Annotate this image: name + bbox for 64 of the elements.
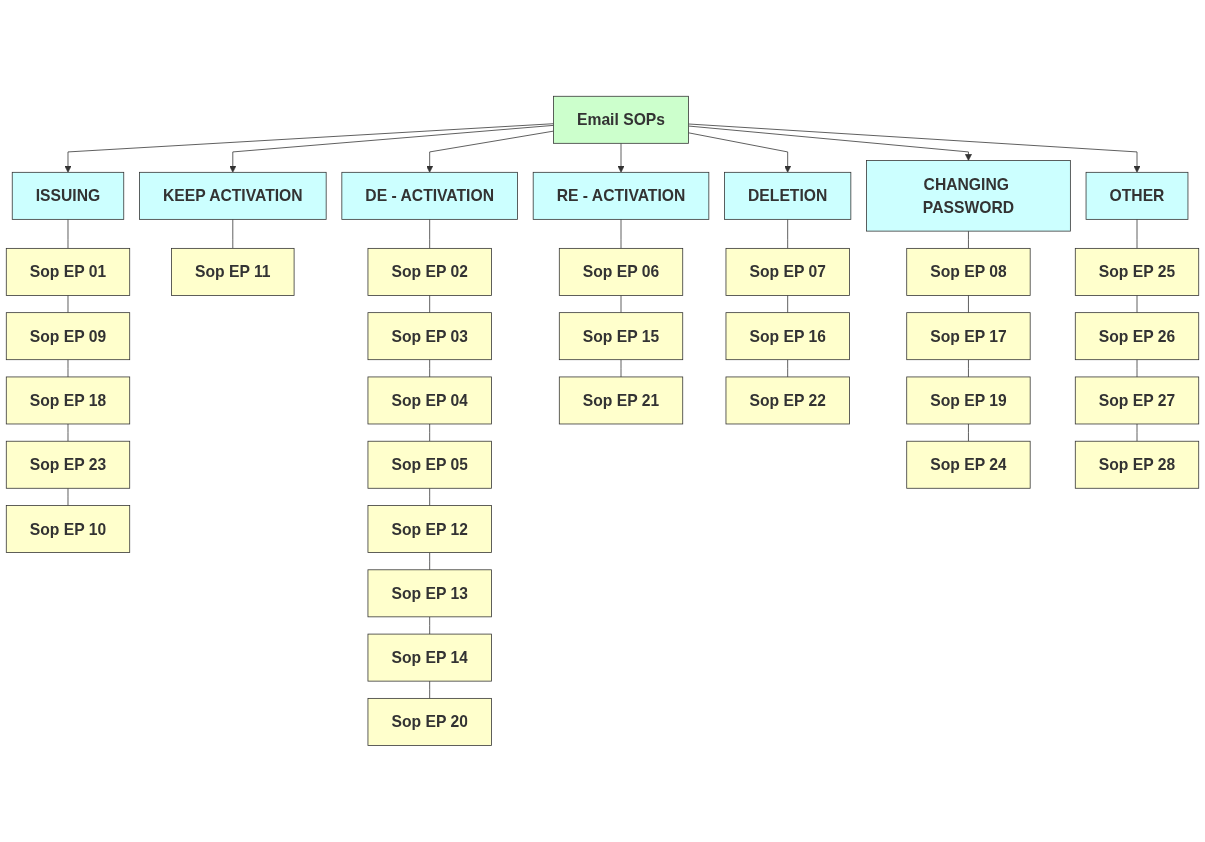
node-box: Sop EP 23 — [5, 441, 131, 489]
node-box: Sop EP 28 — [1074, 441, 1200, 489]
connector — [787, 219, 789, 249]
node-box: ISSUING — [11, 172, 125, 220]
node-box: Sop EP 13 — [367, 569, 492, 618]
node-box: Sop EP 15 — [558, 312, 684, 361]
node-box: Sop EP 16 — [725, 312, 850, 361]
connector — [1136, 359, 1138, 378]
node-box: Sop EP 03 — [367, 312, 492, 361]
node-box: Sop EP 22 — [725, 376, 850, 425]
node-box: Sop EP 05 — [367, 441, 492, 489]
node-box: Sop EP 02 — [367, 248, 492, 296]
connector — [67, 488, 69, 507]
node-box: Sop EP 12 — [367, 505, 492, 554]
connector — [1136, 219, 1138, 249]
connector — [232, 219, 234, 249]
connector — [429, 219, 431, 249]
connector — [429, 488, 431, 507]
node-box: Sop EP 10 — [5, 505, 131, 554]
node-box: Sop EP 19 — [906, 376, 1031, 425]
node-box: Sop EP 11 — [171, 248, 295, 296]
node-box: OTHER — [1085, 172, 1189, 220]
node-box: Sop EP 04 — [367, 376, 492, 425]
connector — [968, 359, 969, 378]
node-box: KEEP ACTIVATION — [139, 172, 327, 220]
connector — [620, 219, 622, 249]
node-box: Sop EP 14 — [367, 633, 492, 682]
connector — [67, 219, 69, 249]
node-box: Sop EP 17 — [906, 312, 1031, 361]
node-box: Sop EP 07 — [725, 248, 850, 296]
connector — [1136, 423, 1138, 442]
node-box: DELETION — [724, 172, 852, 220]
node-box: Sop EP 24 — [906, 441, 1031, 489]
connector — [67, 423, 69, 442]
connector — [620, 295, 622, 314]
connector — [620, 359, 622, 378]
connector — [429, 359, 431, 378]
connector — [67, 359, 69, 378]
connector — [787, 359, 789, 378]
connector — [968, 423, 969, 442]
connector — [67, 295, 69, 314]
node-box: Sop EP 20 — [367, 698, 492, 746]
node-box: DE - ACTIVATION — [341, 172, 518, 220]
node-box: Sop EP 25 — [1074, 248, 1200, 296]
node-box: Sop EP 27 — [1074, 376, 1200, 425]
node-box: Sop EP 08 — [906, 248, 1031, 296]
node-box: Email SOPs — [553, 96, 689, 144]
connector — [1136, 295, 1138, 314]
node-box: Sop EP 18 — [5, 376, 131, 425]
connector — [968, 295, 969, 314]
connector — [429, 680, 431, 699]
node-box: Sop EP 01 — [5, 248, 131, 296]
node-box: CHANGING PASSWORD — [866, 160, 1071, 232]
node-box: Sop EP 06 — [558, 248, 684, 296]
node-box: Sop EP 26 — [1074, 312, 1200, 361]
connector — [429, 616, 431, 635]
connector — [787, 295, 789, 314]
node-box: Sop EP 21 — [558, 376, 684, 425]
connector — [429, 295, 431, 314]
connector — [429, 552, 431, 571]
node-box: Sop EP 09 — [5, 312, 131, 361]
connector — [968, 230, 969, 249]
connector — [429, 423, 431, 442]
node-box: RE - ACTIVATION — [532, 172, 710, 220]
